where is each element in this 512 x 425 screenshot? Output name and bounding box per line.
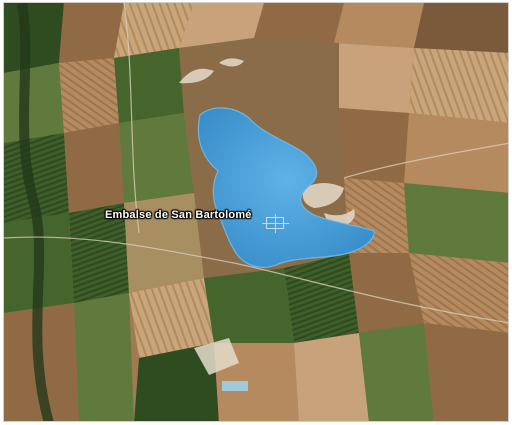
location-marker-icon[interactable]: [262, 214, 289, 233]
reservoir-water[interactable]: [197, 107, 375, 268]
roads: [4, 3, 508, 324]
satellite-imagery[interactable]: [4, 3, 509, 422]
river-corridor: [17, 3, 54, 421]
place-label[interactable]: Embalse de San Bartolomé: [105, 209, 252, 221]
satellite-map-view[interactable]: Embalse de San Bartolomé: [3, 2, 509, 422]
